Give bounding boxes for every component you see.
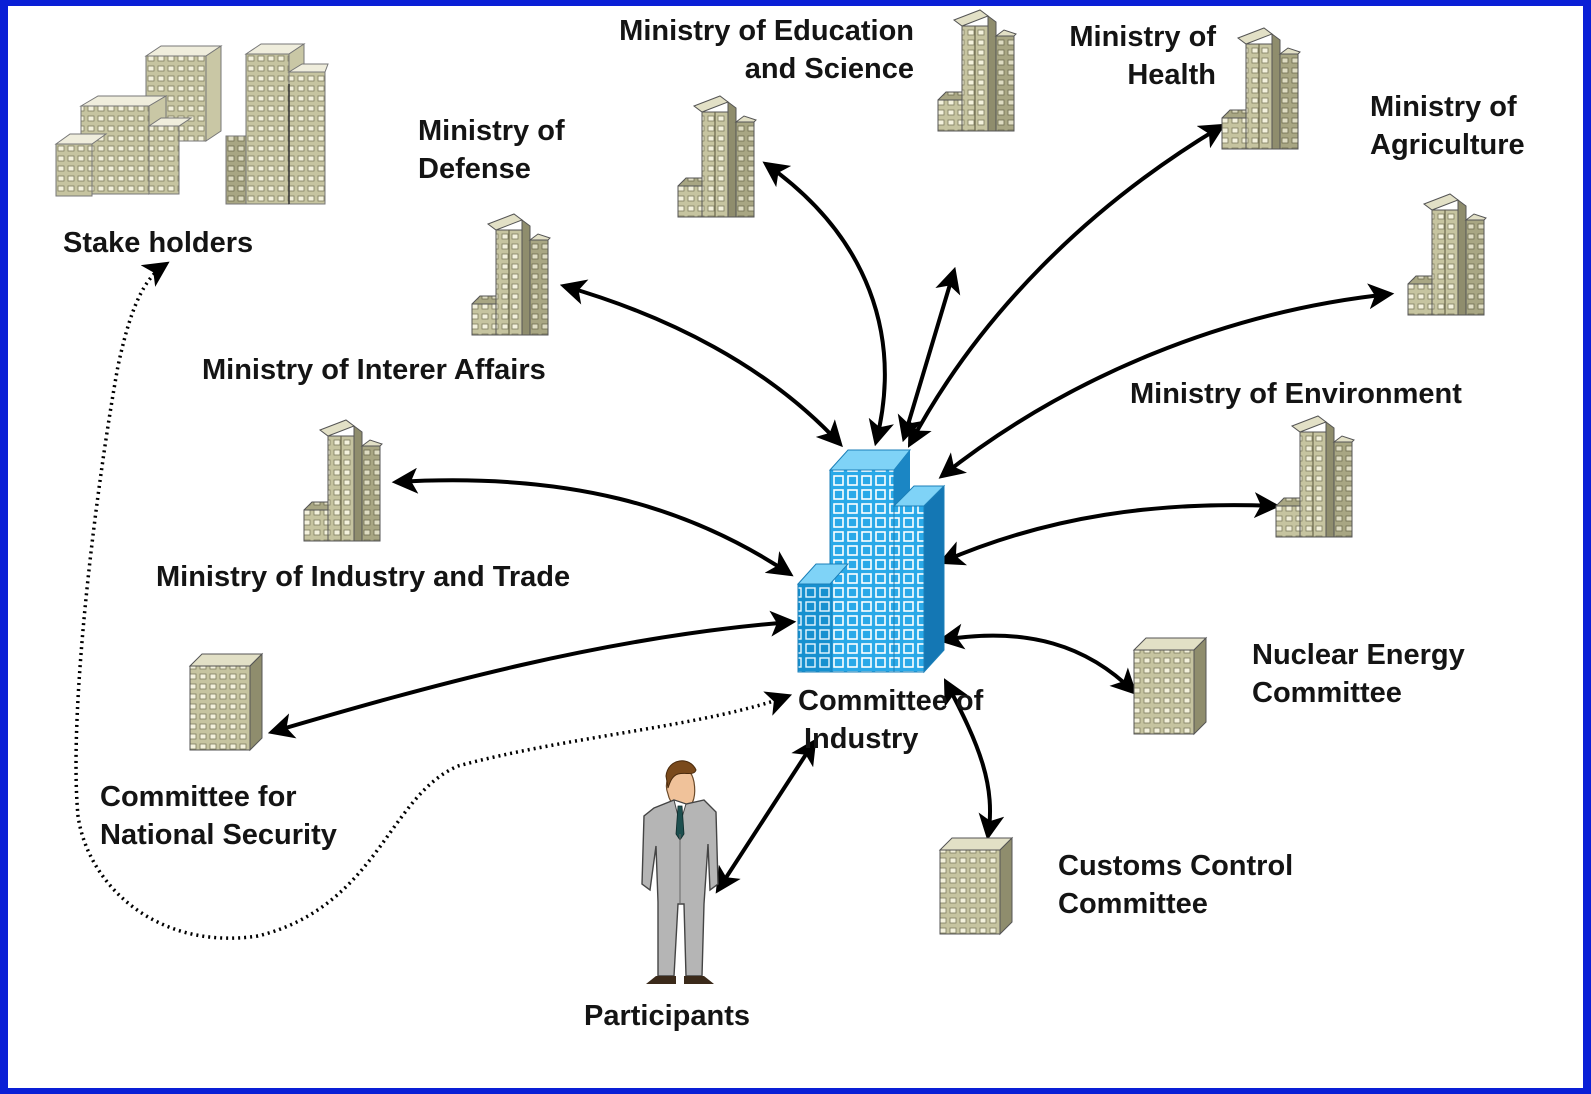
nuclear-energy-label-line-2: Committee (1252, 677, 1402, 709)
national-security-label-line-2: National Security (100, 819, 337, 851)
ministry-interior-label-line-1: Ministry of Interer Affairs (202, 354, 546, 386)
arrow-nuclear (937, 623, 1138, 696)
committee-of-industry-label-line-1: Committee of (798, 685, 984, 717)
participants-label-line-1: Participants (584, 1000, 750, 1032)
customs-control-label-line-2: Committee (1058, 888, 1208, 920)
tall-building-icon (937, 9, 1017, 132)
ministry-education-label: Ministry of Education and Science (588, 12, 914, 88)
committee-of-industry-label: Committee of Industry (798, 682, 983, 758)
stake-holders-label-line-1: Stake holders (63, 227, 254, 259)
tall-building-icon (1221, 27, 1301, 150)
ministry-health-label-line-1: Ministry of (1069, 21, 1216, 53)
ministry-environment-label: Ministry of Environment (1130, 375, 1462, 413)
committee-of-industry-label-line-2: Industry (804, 723, 919, 755)
customs-control-label-line-1: Customs Control (1058, 850, 1294, 882)
participants-label: Participants (584, 997, 750, 1035)
ministry-agriculture-label-line-2: Agriculture (1370, 129, 1525, 161)
ministry-agriculture-label: Ministry of Agriculture (1370, 88, 1525, 164)
ministry-industry-trade-label: Ministry of Industry and Trade (156, 558, 570, 596)
block-building-icon (939, 837, 1013, 935)
tall-building-icon (471, 213, 551, 336)
stake-holders-label: Stake holders (63, 224, 253, 262)
office-building-icon (796, 449, 946, 674)
arrow-participants (715, 738, 817, 894)
ministry-education-label-line-1: Ministry of Education (619, 15, 914, 47)
businessman-icon (641, 760, 719, 984)
building-cluster-icon (55, 43, 329, 205)
ministry-environment-label-line-1: Ministry of Environment (1130, 378, 1462, 410)
block-building-icon (1133, 637, 1207, 735)
arrow-education (762, 161, 894, 447)
tall-building-icon (1275, 415, 1355, 538)
nuclear-energy-label: Nuclear Energy Committee (1252, 636, 1465, 712)
customs-control-label: Customs Control Committee (1058, 847, 1293, 923)
ministry-agriculture-label-line-1: Ministry of (1370, 91, 1517, 123)
ministry-health-label: Ministry of Health (1048, 18, 1216, 94)
arrow-defense (559, 279, 843, 448)
ministry-industry-trade-label-line-1: Ministry of Industry and Trade (156, 561, 571, 593)
ministry-defense-label-line-2: Defense (418, 153, 531, 185)
national-security-label: Committee for National Security (100, 778, 337, 854)
tall-building-icon (1407, 193, 1487, 316)
tall-building-icon (303, 419, 383, 542)
arrow-stakeholders-dotted (74, 261, 793, 940)
arrow-agriculture (938, 283, 1395, 479)
tall-building-icon (677, 95, 757, 218)
ministry-education-label-line-2: and Science (744, 53, 914, 85)
nuclear-energy-label-line-1: Nuclear Energy (1252, 639, 1465, 671)
arrow-national-security (267, 610, 797, 739)
ministry-interior-label: Ministry of Interer Affairs (202, 351, 546, 389)
national-security-label-line-1: Committee for (100, 781, 297, 813)
block-building-icon (189, 653, 263, 751)
ministry-defense-label-line-1: Ministry of (418, 115, 565, 147)
arrow-environment (938, 492, 1281, 566)
arrow-customs (943, 678, 1005, 841)
ministry-defense-label: Ministry of Defense (418, 112, 565, 188)
ministry-health-label-line-2: Health (1127, 59, 1216, 91)
diagram-svg (55, 9, 1487, 984)
diagram-canvas: Stake holders Ministry of Education and … (8, 6, 1583, 1088)
